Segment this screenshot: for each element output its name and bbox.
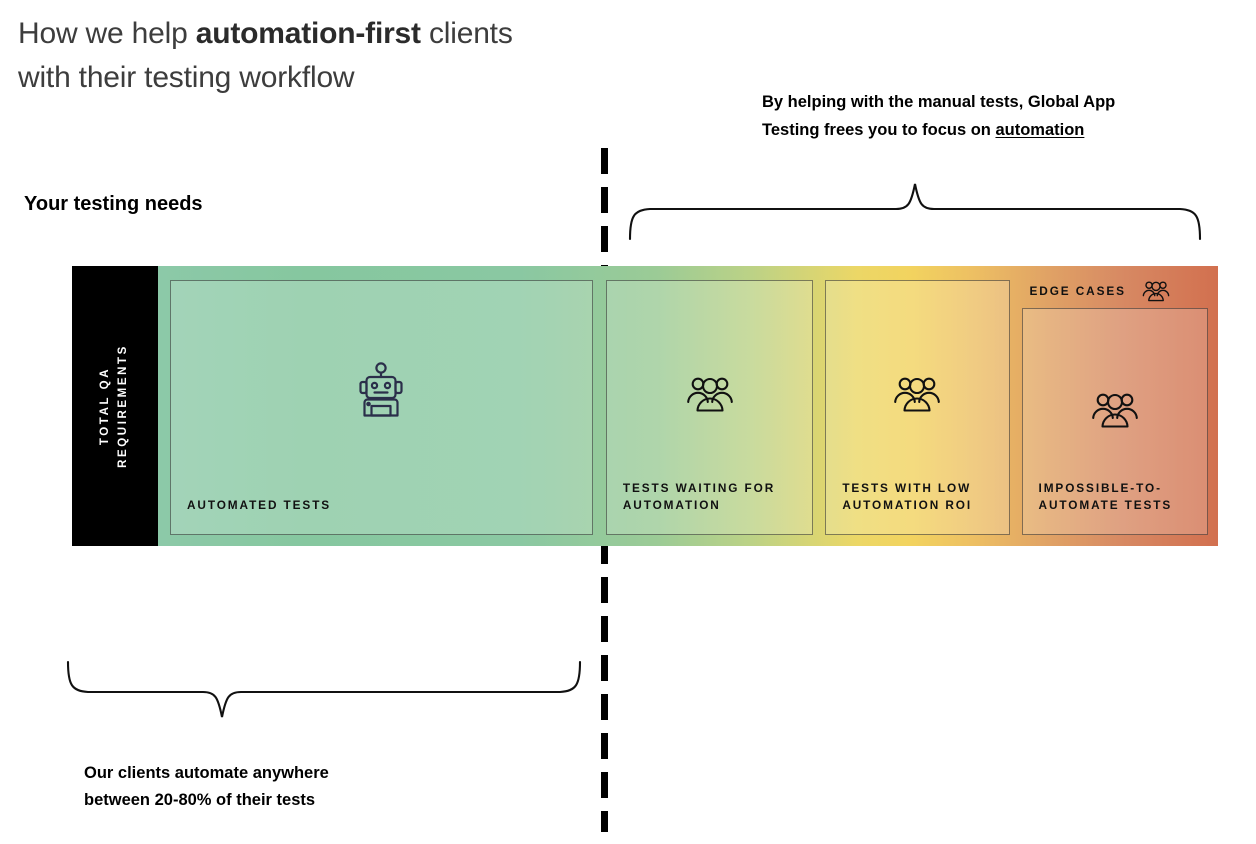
total-qa-requirements-column: TOTAL QA REQUIREMENTS <box>72 266 158 546</box>
headline-emphasis: automation-first <box>195 17 421 50</box>
people-group-icon <box>607 267 812 520</box>
people-group-icon <box>1023 297 1207 522</box>
headline-line1-pre: How we help <box>18 17 196 50</box>
panel-tests-waiting-box: TESTS WAITING FOR AUTOMATION <box>605 280 814 535</box>
automation-range-caption: Our clients automate anywhere between 20… <box>84 760 544 814</box>
panel-low-roi-label: TESTS WITH LOW AUTOMATION ROI <box>842 480 973 512</box>
bottom-curly-brace <box>66 660 582 718</box>
automation-link[interactable]: automation <box>995 121 1085 140</box>
total-qa-label-line1: TOTAL QA <box>99 366 112 446</box>
page-title: How we help automation-first clients wit… <box>18 12 718 99</box>
panel-automated-tests[interactable]: AUTOMATED TESTS <box>161 268 600 544</box>
panel-automated-tests-label: AUTOMATED TESTS <box>187 497 332 512</box>
panel-tests-low-automation-roi[interactable]: TESTS WITH LOW AUTOMATION ROI <box>819 268 1015 544</box>
panel-impossible-box: IMPOSSIBLE-TO- AUTOMATE TESTS <box>1021 308 1208 535</box>
panel-tests-waiting-for-automation[interactable]: TESTS WAITING FOR AUTOMATION <box>600 268 819 544</box>
panel-impossible-to-automate-tests[interactable]: EDGE CASES <box>1016 268 1216 544</box>
panel-impossible-label: IMPOSSIBLE-TO- AUTOMATE TESTS <box>1038 480 1173 512</box>
robot-icon <box>171 266 592 516</box>
gradient-strip: AUTOMATED TESTS TESTS WAITING FOR AUTOMA… <box>158 266 1218 546</box>
bottom-caption-line2: between 20-80% of their tests <box>84 791 316 810</box>
panel-low-roi-box: TESTS WITH LOW AUTOMATION ROI <box>825 280 1010 535</box>
qa-requirements-bar: TOTAL QA REQUIREMENTS <box>72 266 1218 546</box>
people-group-icon <box>1142 280 1170 302</box>
automation-focus-caption: By helping with the manual tests, Global… <box>762 88 1232 144</box>
panel-tests-waiting-label: TESTS WAITING FOR AUTOMATION <box>622 480 776 512</box>
panel-automated-tests-box: AUTOMATED TESTS <box>170 280 593 535</box>
top-caption-line1: By helping with the manual tests, Global… <box>762 93 1116 111</box>
headline-line1-post: clients <box>420 17 513 50</box>
edge-cases-label: EDGE CASES <box>1029 284 1126 298</box>
total-qa-label: TOTAL QA REQUIREMENTS <box>97 344 133 468</box>
edge-cases-header: EDGE CASES <box>1030 278 1204 304</box>
testing-needs-label: Your testing needs <box>24 193 203 215</box>
total-qa-label-line2: REQUIREMENTS <box>117 344 129 468</box>
headline-line2: with their testing workflow <box>18 60 355 94</box>
bottom-caption-line1: Our clients automate anywhere <box>84 764 329 782</box>
people-group-icon <box>826 267 1008 520</box>
top-curly-brace <box>628 183 1202 241</box>
top-caption-line2-pre: Testing frees you to focus on <box>762 121 996 140</box>
